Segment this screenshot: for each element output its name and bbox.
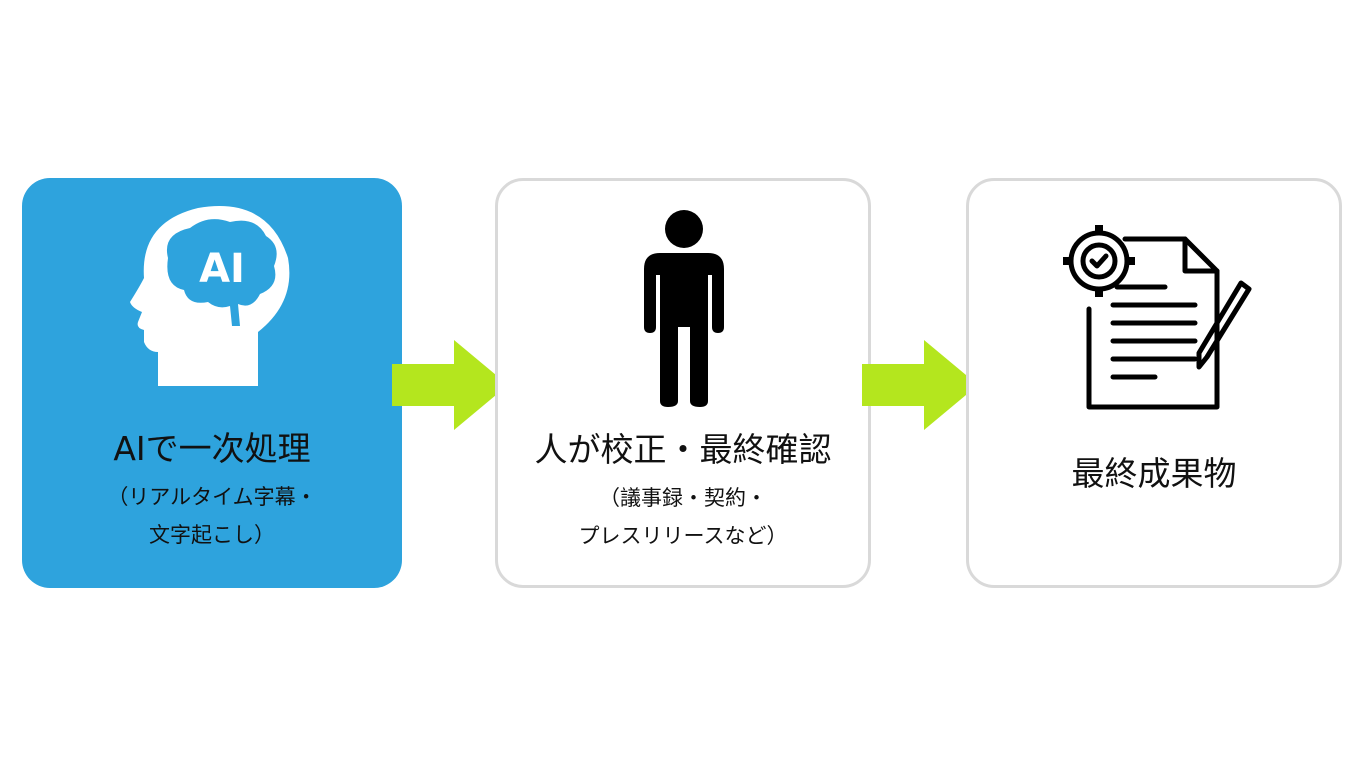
step-title: 最終成果物: [1071, 454, 1237, 493]
arrow-right-icon: [862, 340, 978, 430]
step-subtitle-line2: 文字起こし）: [149, 523, 275, 547]
person-icon: [644, 210, 724, 407]
ai-icon-text: AI: [199, 246, 245, 292]
step-subtitle-line2: プレスリリースなど）: [578, 524, 788, 548]
step-subtitle-line1: （議事録・契約・: [599, 486, 767, 510]
step-title: 人が校正・最終確認: [534, 430, 832, 469]
ai-brain-head-icon: AI: [130, 206, 290, 386]
step-title: AIで一次処理: [113, 429, 311, 468]
document-gear-pencil-icon: [1063, 225, 1252, 410]
step-final-output: 最終成果物: [966, 178, 1342, 588]
step-subtitle-line1: （リアルタイム字幕・: [107, 485, 317, 509]
step-human-review: 人が校正・最終確認 （議事録・契約・ プレスリリースなど）: [495, 178, 871, 588]
arrow-right-icon: [392, 340, 508, 430]
step-ai-processing: AI AIで一次処理 （リアルタイム字幕・ 文字起こし）: [22, 178, 402, 588]
